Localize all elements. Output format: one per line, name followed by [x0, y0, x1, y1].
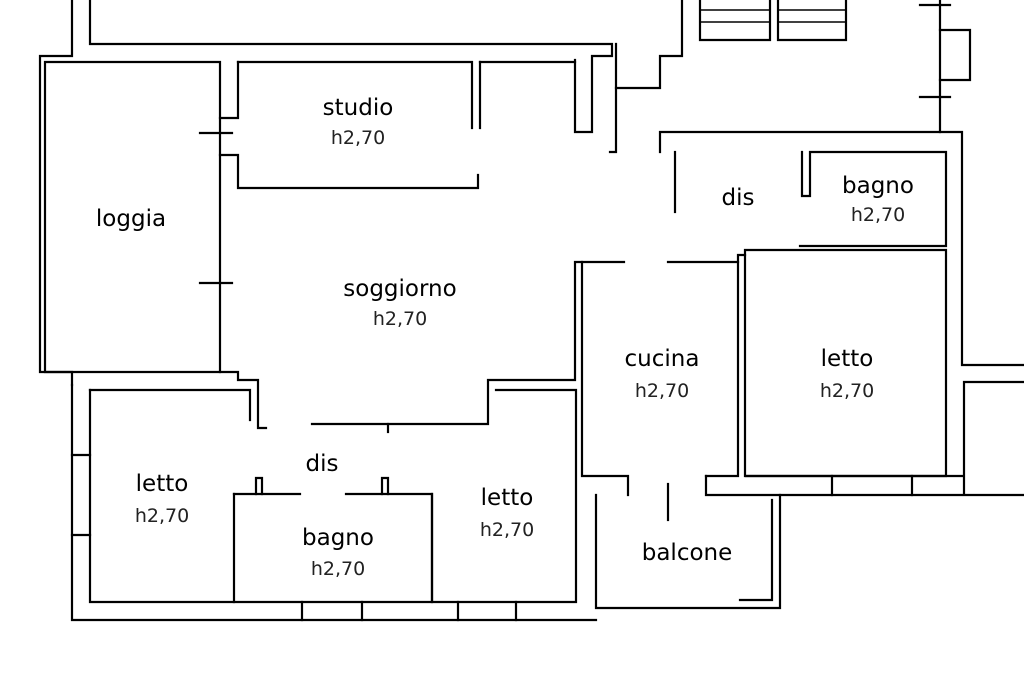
room-bagno-bottom-height: h2,70: [311, 558, 365, 580]
walls: [38, 0, 1024, 622]
room-labels: studio h2,70 loggia soggiorno h2,70 dis …: [96, 95, 914, 580]
room-letto-right-name: letto: [821, 346, 874, 372]
room-balcone-name: balcone: [642, 540, 733, 566]
room-letto-center-height: h2,70: [480, 519, 534, 541]
room-bagno-bottom-name: bagno: [302, 525, 374, 551]
room-soggiorno-height: h2,70: [373, 308, 427, 330]
room-dis-top-name: dis: [722, 185, 755, 211]
room-bagno-top-height: h2,70: [851, 204, 905, 226]
room-dis-bottom-name: dis: [306, 451, 339, 477]
room-cucina-height: h2,70: [635, 380, 689, 402]
room-letto-left-height: h2,70: [135, 505, 189, 527]
room-letto-left-name: letto: [136, 471, 189, 497]
room-studio-height: h2,70: [331, 127, 385, 149]
room-letto-right-height: h2,70: [820, 380, 874, 402]
room-bagno-top-name: bagno: [842, 173, 914, 199]
room-cucina-name: cucina: [625, 346, 700, 372]
room-soggiorno-name: soggiorno: [343, 276, 456, 302]
room-loggia-name: loggia: [96, 206, 166, 232]
room-studio-name: studio: [323, 95, 394, 121]
room-letto-center-name: letto: [481, 485, 534, 511]
